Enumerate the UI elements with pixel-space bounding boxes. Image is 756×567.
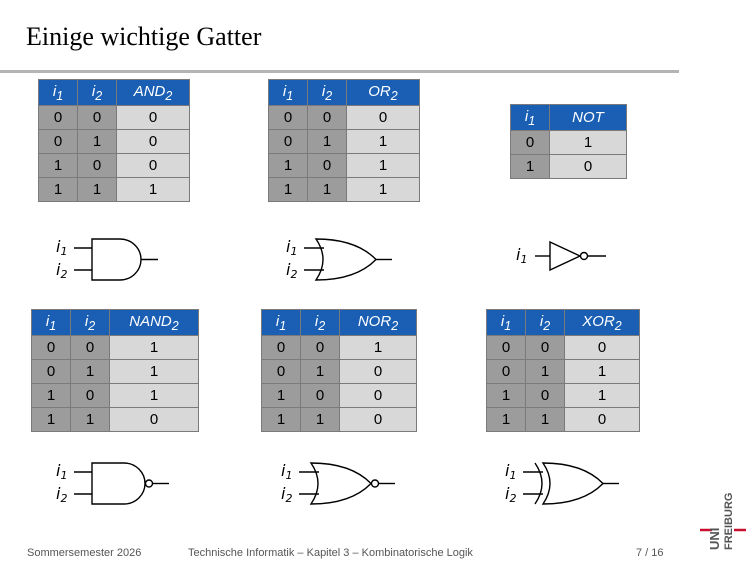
table-header-i2: i2 — [300, 309, 340, 336]
nor-gate-symbol: i1 i2 — [281, 458, 411, 510]
svg-text:i2: i2 — [505, 484, 516, 505]
table-header-i1: i1 — [38, 79, 78, 106]
table-header-and: AND2 — [116, 79, 190, 106]
or-gate-symbol: i1 i2 — [286, 234, 406, 286]
footer-term: Sommersemester 2026 — [27, 547, 142, 559]
table-header-i2: i2 — [307, 79, 347, 106]
table-header-or: OR2 — [346, 79, 420, 106]
svg-text:i2: i2 — [281, 484, 292, 505]
table-header-i2: i2 — [525, 309, 565, 336]
nand-gate-symbol: i1 i2 — [56, 458, 186, 510]
svg-text:i1: i1 — [505, 461, 516, 482]
svg-text:i1: i1 — [281, 461, 292, 482]
table-header-nand: NAND2 — [109, 309, 199, 336]
svg-text:i2: i2 — [56, 484, 67, 505]
table-header-not: NOT — [549, 104, 627, 131]
svg-text:i1: i1 — [56, 237, 67, 258]
svg-text:UNI: UNI — [707, 528, 722, 550]
table-header-xor: XOR2 — [564, 309, 640, 336]
table-header-i1: i1 — [510, 104, 550, 131]
and-gate-symbol: i1 i2 — [56, 234, 176, 286]
svg-text:i2: i2 — [56, 260, 67, 281]
table-header-i1: i1 — [268, 79, 308, 106]
table-header-i1: i1 — [486, 309, 526, 336]
table-header-i1: i1 — [261, 309, 301, 336]
table-header-i2: i2 — [77, 79, 117, 106]
not-gate-symbol: i1 — [516, 238, 616, 278]
svg-text:FREIBURG: FREIBURG — [723, 493, 735, 550]
svg-text:i2: i2 — [286, 260, 297, 281]
xor-gate-symbol: i1 i2 — [505, 458, 635, 510]
slide-title: Einige wichtige Gatter — [26, 22, 262, 51]
footer-page-number: 7 / 16 — [636, 547, 664, 559]
table-header-i2: i2 — [70, 309, 110, 336]
svg-text:i1: i1 — [286, 237, 297, 258]
svg-text:i1: i1 — [56, 461, 67, 482]
footer-course: Technische Informatik – Kapitel 3 – Komb… — [188, 547, 473, 559]
university-logo: UNI FREIBURG — [700, 476, 750, 556]
svg-text:i1: i1 — [516, 245, 527, 266]
table-header-i1: i1 — [31, 309, 71, 336]
title-rule — [0, 70, 679, 73]
table-header-nor: NOR2 — [339, 309, 417, 336]
